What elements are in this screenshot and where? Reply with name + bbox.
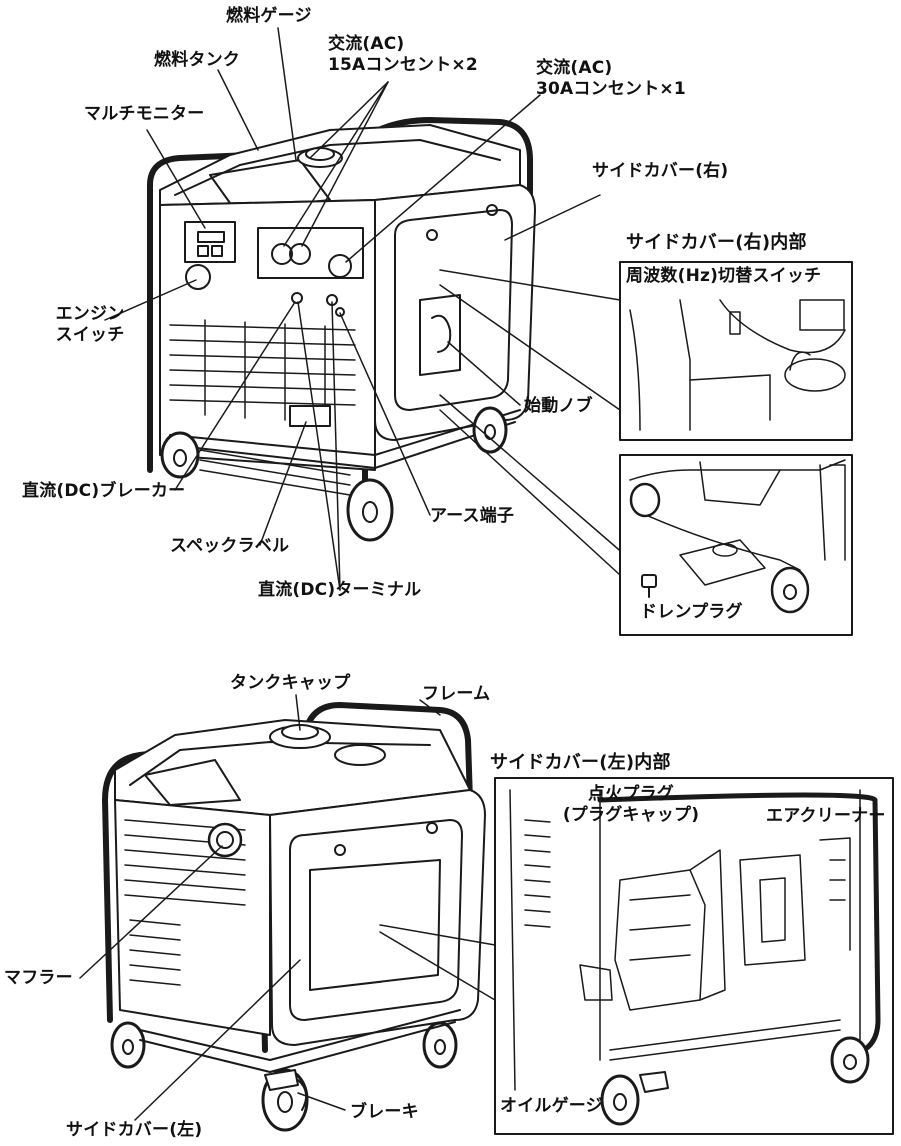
- label-spark-plug-line2: (プラグキャップ): [562, 805, 700, 825]
- label-side-cover-left: サイドカバー(左): [66, 1120, 203, 1140]
- label-drain-plug: ドレンプラグ: [640, 602, 743, 622]
- label-brake: ブレーキ: [350, 1102, 419, 1122]
- label-fuel-tank: 燃料タンク: [154, 50, 240, 70]
- label-ac-15a-outlets: 交流(AC) 15Aコンセント×2: [328, 34, 478, 76]
- label-spec-label: スペックラベル: [170, 536, 290, 556]
- label-spark-plug-line1: 点火プラグ: [588, 784, 674, 804]
- label-ac-15a-line2: 15Aコンセント×2: [328, 55, 478, 75]
- label-ac-30a-line2: 30Aコンセント×1: [536, 79, 686, 99]
- inset-side-cover-right: [619, 261, 853, 441]
- label-ac-30a-line1: 交流(AC): [536, 58, 613, 78]
- label-frequency-switch: 周波数(Hz)切替スイッチ: [626, 266, 822, 286]
- label-oil-gauge: オイルゲージ: [500, 1096, 603, 1116]
- generator-top: [147, 117, 536, 542]
- label-frame: フレーム: [422, 684, 491, 704]
- label-spark-plug: 点火プラグ (プラグキャップ): [556, 784, 706, 826]
- generator-bottom: [102, 702, 486, 1132]
- label-dc-terminal: 直流(DC)ターミナル: [258, 580, 422, 600]
- label-side-cover-left-inside: サイドカバー(左)内部: [490, 752, 671, 773]
- label-fuel-gauge: 燃料ゲージ: [226, 6, 312, 26]
- label-dc-breaker: 直流(DC)ブレーカー: [22, 481, 186, 501]
- inset-drain-plug: [619, 454, 853, 636]
- label-multi-monitor: マルチモニター: [84, 104, 205, 124]
- label-ac-15a-line1: 交流(AC): [328, 34, 405, 54]
- label-side-cover-right: サイドカバー(右): [592, 161, 729, 181]
- label-ac-30a-outlet: 交流(AC) 30Aコンセント×1: [536, 58, 686, 100]
- label-ground-terminal: アース端子: [430, 506, 515, 526]
- label-tank-cap: タンクキャップ: [230, 673, 351, 693]
- label-air-cleaner: エアクリーナー: [766, 806, 886, 826]
- label-side-cover-right-inside: サイドカバー(右)内部: [626, 232, 807, 253]
- inset-side-cover-left: [494, 777, 894, 1135]
- label-engine-switch-line2: スイッチ: [55, 325, 125, 345]
- label-engine-switch: エンジン スイッチ: [40, 304, 140, 346]
- label-start-knob: 始動ノブ: [524, 396, 593, 416]
- label-engine-switch-line1: エンジン: [55, 304, 125, 324]
- leader-lines-top: [104, 27, 626, 591]
- label-muffler: マフラー: [4, 968, 73, 988]
